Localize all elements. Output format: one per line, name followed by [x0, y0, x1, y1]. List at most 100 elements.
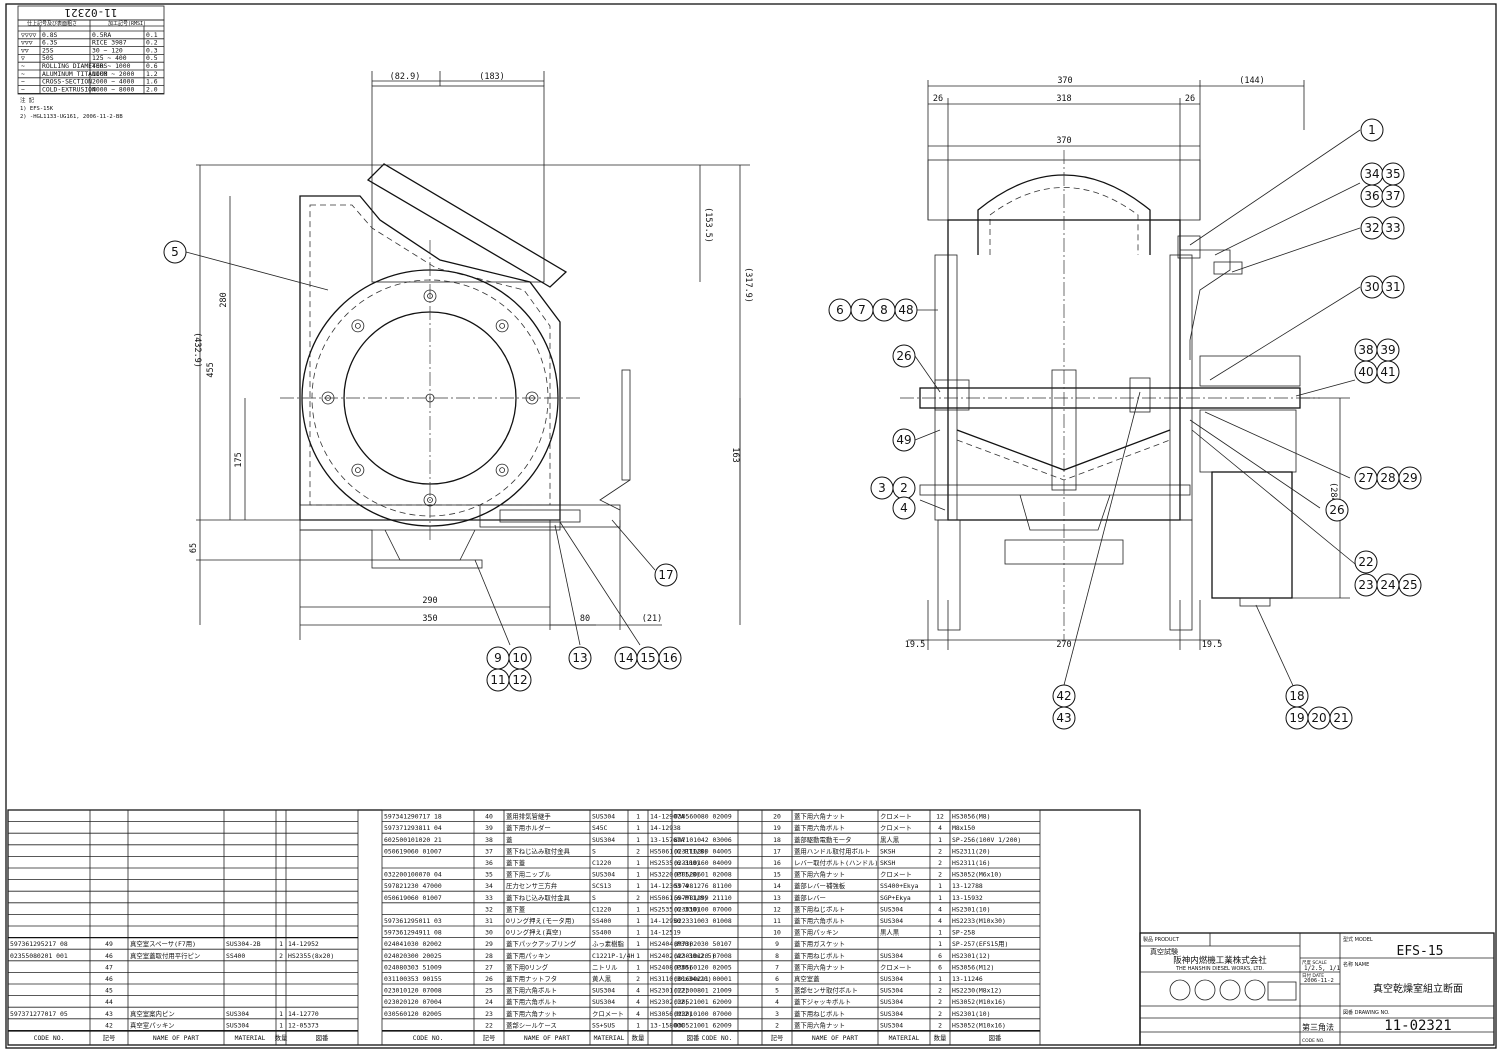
- part-number: 17: [773, 847, 781, 855]
- legend-roughness: 25S: [42, 46, 54, 54]
- legend-symbol: ▽: [21, 54, 25, 62]
- footer-symbol: 記号: [483, 1033, 496, 1042]
- balloon-42: 42: [1052, 684, 1076, 708]
- part-material: SUS304: [880, 952, 903, 960]
- part-quantity: 1: [938, 975, 942, 983]
- part-number: 19: [773, 824, 781, 832]
- part-name: 蓋下用六角ナット: [794, 1020, 845, 1029]
- part-drawing-no: 13-12788: [952, 882, 983, 890]
- scale-value: 1/2.5, 1/1: [1304, 965, 1341, 972]
- svg-text:48: 48: [898, 303, 913, 317]
- balloon-30: 30: [1360, 275, 1384, 299]
- legend-symbol: ~: [21, 85, 25, 93]
- legend-value: 1.6: [146, 78, 158, 86]
- company-en: THE HANSHIN DIESEL WORKS, LTD.: [1175, 966, 1264, 972]
- svg-text:36: 36: [1364, 189, 1379, 203]
- part-material: SCS13: [592, 882, 611, 890]
- balloon-6: 6: [828, 298, 852, 322]
- part-material: C1221P-1/4H: [592, 952, 634, 960]
- part-quantity: 1: [636, 952, 640, 960]
- drawing-title: 真空乾燥室組立断面: [1373, 982, 1463, 995]
- part-drawing-no: HS2230(M8x12): [952, 987, 1002, 995]
- dim-455: 455: [206, 362, 216, 377]
- part-name: 蓋用ハンドル取付用ボルト: [794, 846, 871, 855]
- part-number: 26: [485, 975, 493, 983]
- part-quantity: 6: [938, 963, 942, 971]
- svg-text:33: 33: [1385, 221, 1400, 235]
- part-quantity: 1: [938, 882, 942, 890]
- part-quantity: 4: [938, 917, 942, 925]
- title-block: 製品 PRODUCT 真空試験 阪神内燃機工業株式会社 THE HANSHIN …: [1139, 932, 1495, 1046]
- part-number: 13: [773, 894, 781, 902]
- part-code: 024020300 20025: [384, 952, 442, 960]
- legend-symbol: ▽▽▽▽: [21, 31, 37, 39]
- part-number: 43: [105, 1010, 113, 1018]
- part-name: 蓋下用ねじボルト: [794, 904, 845, 913]
- svg-text:加工記号(RMSI): 加工記号(RMSI): [108, 20, 146, 27]
- legend-symbol: ▽▽▽: [21, 39, 33, 47]
- balloon-32: 32: [1360, 216, 1384, 240]
- part-material: SUS304: [880, 975, 903, 983]
- svg-text:28: 28: [1380, 471, 1395, 485]
- part-quantity: 2: [938, 859, 942, 867]
- part-quantity: 1: [636, 940, 640, 948]
- svg-text:38: 38: [1358, 343, 1373, 357]
- part-drawing-no: 13-15800C: [650, 1021, 685, 1029]
- dim-144: (144): [1239, 76, 1265, 86]
- part-material: SS400: [592, 929, 611, 937]
- svg-text:37: 37: [1385, 189, 1400, 203]
- part-number: 4: [775, 998, 779, 1006]
- svg-text:14: 14: [618, 651, 633, 665]
- part-name: 真空室案内ピン: [130, 1009, 175, 1018]
- part-drawing-no: HS3056(M12): [952, 963, 994, 971]
- footer-name-of-part: NAME OF PART: [524, 1034, 570, 1042]
- part-material: クロメート: [880, 963, 912, 971]
- balloon-35: 35: [1381, 162, 1405, 186]
- part-material: SUS304: [880, 1021, 903, 1029]
- balloon-25: 25: [1398, 573, 1422, 597]
- legend-value: 0.3: [146, 46, 158, 54]
- balloon-28: 28: [1376, 466, 1400, 490]
- part-name: 真空室蓋: [794, 974, 820, 983]
- part-name: 蓋部センサ取付ボルト: [794, 986, 858, 995]
- part-drawing-no: SP-258: [952, 929, 975, 937]
- svg-text:型式 MODEL: 型式 MODEL: [1343, 936, 1373, 943]
- part-quantity: 1: [938, 836, 942, 844]
- svg-text:15: 15: [640, 651, 655, 665]
- part-material: SUS304: [592, 836, 615, 844]
- part-drawing-no: SP-257(EFS15用): [952, 940, 1008, 948]
- part-name: 蓋下用ホルダー: [506, 823, 551, 832]
- part-code: 023010100 07000: [674, 905, 732, 913]
- balloon-11: 11: [486, 668, 510, 692]
- svg-text:27: 27: [1358, 471, 1373, 485]
- part-name: 蓋部レバー補強板: [794, 881, 846, 890]
- part-quantity: 4: [636, 987, 640, 995]
- svg-text:製品 PRODUCT: 製品 PRODUCT: [1143, 936, 1180, 943]
- part-quantity: 1: [636, 836, 640, 844]
- part-code: 597371293811 04: [384, 824, 442, 832]
- part-material: SUS304: [592, 813, 615, 821]
- balloon-9: 9: [486, 646, 510, 670]
- part-drawing-no: 12-05373: [288, 1021, 319, 1029]
- part-drawing-no: HS3110(30x34x20): [650, 975, 712, 983]
- part-number: 16: [773, 859, 781, 867]
- part-drawing-no: HS2301(10): [952, 905, 990, 913]
- svg-text:16: 16: [662, 651, 677, 665]
- part-quantity: 1: [636, 905, 640, 913]
- legend-value: 0.6: [146, 62, 158, 70]
- balloon-17: 17: [654, 563, 678, 587]
- svg-text:43: 43: [1056, 711, 1071, 725]
- part-code: 597821230 47000: [384, 882, 442, 890]
- part-material: SUS304: [592, 987, 615, 995]
- dim-290: 290: [422, 596, 437, 606]
- svg-text:7: 7: [858, 303, 866, 317]
- part-quantity: 2: [938, 871, 942, 879]
- part-drawing-no: HS2311(16): [952, 859, 990, 867]
- balloon-14: 14: [614, 646, 638, 670]
- part-material: SUS304: [880, 987, 903, 995]
- legend-roughness: 50S: [42, 54, 54, 62]
- legend-rms: 4000 ~ 8000: [92, 85, 134, 93]
- legend-value: 0.1: [146, 31, 158, 39]
